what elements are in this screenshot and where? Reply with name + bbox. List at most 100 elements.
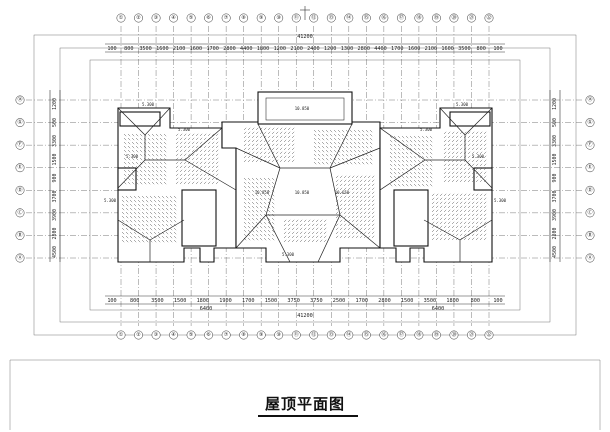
axis-bubble — [396, 13, 406, 23]
roof-hatch-stroke — [183, 133, 187, 137]
roof-hatch-stroke — [147, 161, 151, 165]
roof-hatch-stroke — [363, 219, 367, 223]
roof-hatch-stroke — [431, 229, 435, 233]
roof-hatch-stroke — [121, 231, 125, 235]
roof-hatch-stroke — [471, 155, 475, 159]
roof-hatch-stroke — [247, 147, 251, 151]
roof-hatch-stroke — [389, 155, 393, 159]
roof-hatch-stroke — [357, 141, 361, 145]
roof-hatch-stroke — [355, 223, 359, 227]
axis-bubble — [344, 13, 354, 23]
axis-bubble — [169, 13, 179, 23]
dimension-label: 900 — [52, 173, 58, 182]
roof-hatch-stroke — [127, 165, 131, 169]
roof-hatch-stroke — [311, 231, 315, 235]
roof-hatch-stroke — [247, 197, 251, 201]
roof-hatch-stroke — [287, 235, 291, 239]
roof-hatch-stroke — [329, 149, 333, 153]
roof-hatch-stroke — [455, 209, 459, 213]
bottom-subtotal-left: 6400 — [200, 306, 213, 312]
roof-hatch-stroke — [247, 193, 251, 197]
roof-hatch-stroke — [351, 211, 355, 215]
roof-hatch-stroke — [151, 145, 155, 149]
roof-hatch-stroke — [263, 217, 267, 221]
roof-hatch-stroke — [339, 199, 343, 203]
roof-hatch-stroke — [471, 175, 475, 179]
roof-hatch-stroke — [355, 199, 359, 203]
roof-hatch-stroke — [283, 151, 287, 155]
roof-hatch-stroke — [247, 217, 251, 221]
roof-hatch-stroke — [475, 193, 479, 197]
roof-hatch-stroke — [291, 219, 295, 223]
roof-hatch-stroke — [195, 161, 199, 165]
dimension-label: 3300 — [552, 135, 558, 147]
roof-hatch-stroke — [141, 203, 145, 207]
roof-hatch-stroke — [479, 155, 483, 159]
roof-hatch-stroke — [203, 173, 207, 177]
roof-hatch-stroke — [199, 153, 203, 157]
dimension-label: 1200 — [324, 46, 337, 52]
roof-hatch-stroke — [263, 213, 267, 217]
roof-hatch-stroke — [169, 219, 173, 223]
roof-hatch-stroke — [463, 159, 467, 163]
roof-hatch-stroke — [153, 231, 157, 235]
roof-hatch-stroke — [283, 131, 287, 135]
dimension-label: 2800 — [552, 227, 558, 239]
roof-hatch-stroke — [287, 159, 291, 163]
roof-hatch-stroke — [467, 221, 471, 225]
roof-hatch-stroke — [247, 201, 251, 205]
axis-bubble-label: ④ — [171, 332, 176, 338]
roof-hatch-stroke — [447, 143, 451, 147]
roof-hatch-stroke — [195, 181, 199, 185]
roof-hatch-stroke — [159, 133, 163, 137]
roof-hatch-stroke — [363, 211, 367, 215]
roof-hatch-stroke — [135, 153, 139, 157]
roof-hatch-stroke — [247, 127, 251, 131]
roof-hatch-stroke — [337, 153, 341, 157]
roof-hatch-stroke — [315, 219, 319, 223]
dimension-lines — [49, 43, 561, 305]
roof-hatch-stroke — [479, 143, 483, 147]
axis-bubble-label: ⑲ — [434, 14, 439, 21]
roof-hatch-stroke — [247, 189, 251, 193]
roof-hatch-stroke — [405, 151, 409, 155]
roof-hatch-stroke — [459, 143, 463, 147]
roof-hatch-stroke — [335, 179, 339, 183]
roof-hatch-stroke — [467, 159, 471, 163]
roof-hatch-stroke — [421, 139, 425, 143]
roof-hatch-stroke — [341, 129, 345, 133]
roof-hatch-stroke — [439, 209, 443, 213]
roof-hatch-stroke — [187, 137, 191, 141]
roof-hatch-stroke — [161, 239, 165, 243]
roof-hatch-stroke — [153, 199, 157, 203]
axis-bubble-label: Ⓐ — [17, 254, 22, 261]
roof-hatch-stroke — [263, 185, 267, 189]
roof-hatch-stroke — [353, 145, 357, 149]
roof-hatch-stroke — [355, 187, 359, 191]
axis-bubble-label: ⑧ — [241, 15, 246, 21]
roof-hatch-stroke — [251, 209, 255, 213]
roof-hatch-stroke — [359, 179, 363, 183]
roof-hatch-stroke — [243, 177, 247, 181]
roof-hatch-stroke — [207, 177, 211, 181]
roof-hatch-stroke — [417, 167, 421, 171]
roof-hatch-stroke — [371, 211, 375, 215]
roof-hatch-stroke — [123, 137, 127, 141]
roof-hatch-stroke — [175, 153, 179, 157]
roof-hatch-stroke — [127, 177, 131, 181]
roof-hatch-stroke — [147, 145, 151, 149]
roof-hatch-stroke — [351, 179, 355, 183]
roof-hatch-stroke — [463, 163, 467, 167]
roof-hatch-stroke — [425, 143, 429, 147]
roof-hatch-stroke — [267, 225, 271, 229]
roof-hatch-stroke — [183, 177, 187, 181]
roof-hatch-stroke — [417, 159, 421, 163]
roof-hatch-stroke — [355, 183, 359, 187]
roof-hatch-stroke — [183, 145, 187, 149]
roof-hatch-stroke — [247, 155, 251, 159]
roof-hatch-stroke — [459, 167, 463, 171]
roof-hatch-stroke — [163, 153, 167, 157]
roof-hatch-stroke — [153, 215, 157, 219]
roof-hatch-stroke — [255, 225, 259, 229]
roof-hatch-stroke — [467, 135, 471, 139]
